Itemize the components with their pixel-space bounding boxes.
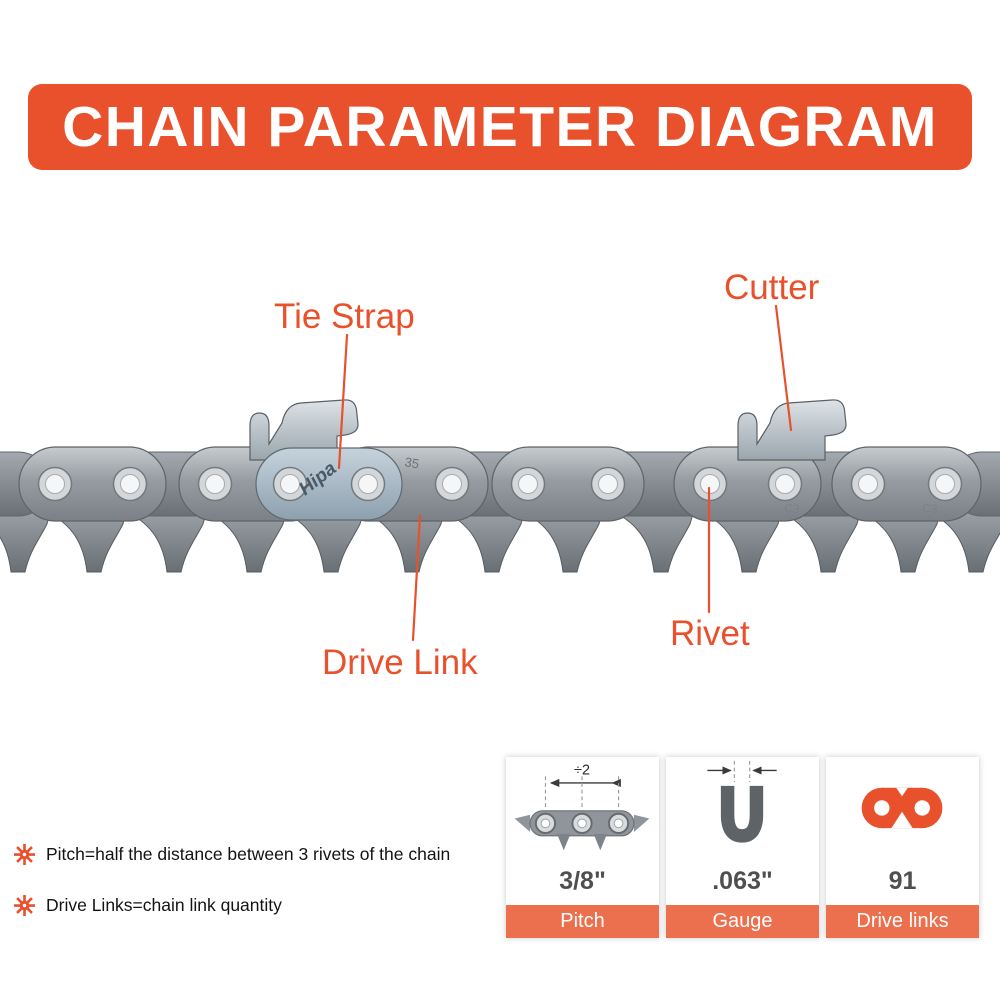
drive-links-label: Drive links [826,905,979,938]
note-drive-links-text: Drive Links=chain link quantity [46,894,282,915]
spec-card-pitch: ÷2 [506,757,659,938]
drive-links-value: 91 [888,866,917,895]
gauge-u-icon [707,760,777,843]
page-title: CHAIN PARAMETER DIAGRAM [62,95,938,159]
chain-diagram: Hipa 35 C3 C3 Tie Strap Cutter Drive Lin… [0,250,1000,730]
pitch-value: 3/8" [559,866,606,895]
spec-cards: ÷2 [506,757,979,938]
cutter-code-text: 35 [403,454,420,471]
link-code-right-text: C3 [922,501,939,516]
gauge-label: Gauge [666,905,819,938]
link-code-left-text: C3 [784,501,801,516]
pitch-label: Pitch [506,905,659,938]
label-cutter: Cutter [724,268,820,307]
chain-link-icon [861,787,943,829]
chainsaw-chain-illustration: Hipa 35 C3 C3 [0,399,1000,573]
spec-card-gauge: .063" Gauge [666,757,819,938]
drive-link-leader-line [411,514,422,642]
note-drive-links: Drive Links=chain link quantity [14,893,450,917]
pitch-chain-icon: ÷2 [514,762,650,851]
cutter-leader-line [774,304,793,432]
gear-bullet-icon [14,894,35,916]
label-drive-link: Drive Link [322,643,478,682]
label-tie-strap: Tie Strap [274,297,415,336]
notes-section: Pitch=half the distance between 3 rivets… [14,842,450,944]
leader-lines [337,304,793,642]
highlighted-tie-strap [255,447,403,521]
label-rivet: Rivet [670,614,750,653]
title-banner: CHAIN PARAMETER DIAGRAM [28,84,972,170]
gear-bullet-icon [14,843,35,865]
gauge-value: .063" [712,866,773,895]
tie-strap-leader-line [337,333,349,470]
spec-card-drive-links: 91 Drive links [826,757,979,938]
note-pitch: Pitch=half the distance between 3 rivets… [14,842,450,866]
note-pitch-text: Pitch=half the distance between 3 rivets… [46,843,451,864]
pitch-divide-annotation: ÷2 [574,762,590,778]
